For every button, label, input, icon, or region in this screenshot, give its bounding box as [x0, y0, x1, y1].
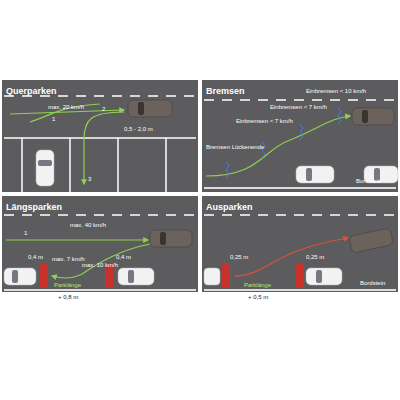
diagram-label: Einbremsen < 7 km/h: [236, 118, 293, 125]
diagram-label: max. 7 km/h: [52, 256, 85, 263]
diagram-label: 1: [24, 230, 27, 237]
panel-title: Bremsen: [206, 86, 245, 96]
diagram-label: max. 10 km/h: [82, 262, 118, 269]
diagram-label: max. 40 km/h: [70, 222, 106, 229]
diagram-label: Bremsen Lückenende: [206, 144, 264, 151]
diagram-label: 1: [52, 116, 55, 123]
scenario-panel: Ausparken: [202, 196, 398, 292]
diagram-label: 2: [102, 106, 105, 113]
panel-title: Ausparken: [206, 202, 253, 212]
diagram-label: 3: [88, 176, 91, 183]
diagram-label: + 0,5 m: [248, 294, 268, 301]
diagram-label: max. 20 km/h: [48, 104, 84, 111]
panel-title: Längsparken: [6, 202, 62, 212]
scenario-panel: Querparken: [2, 80, 198, 192]
diagram-label: Einbremsen < 7 km/h: [270, 104, 327, 111]
diagram-label: Einbremsen < 10 km/h: [306, 88, 366, 95]
diagram-label: 0,5 - 2,0 m: [124, 126, 153, 133]
diagram-label: Parklänge: [244, 282, 271, 289]
panel-title: Querparken: [6, 86, 57, 96]
diagram-label: Bordstein: [356, 178, 381, 185]
diagram-label: 0,25 m: [306, 254, 324, 261]
diagram-label: Parklänge: [54, 282, 81, 289]
diagram-label: 0,4 m: [116, 254, 131, 261]
diagram-label: 0,4 m: [28, 254, 43, 261]
scenario-panel: Bremsen: [202, 80, 398, 192]
scenario-panel: Längsparken: [2, 196, 198, 292]
diagram-label: Bordstein: [360, 280, 385, 287]
diagram-label: 0,25 m: [230, 254, 248, 261]
diagram-label: + 0,8 m: [58, 294, 78, 301]
